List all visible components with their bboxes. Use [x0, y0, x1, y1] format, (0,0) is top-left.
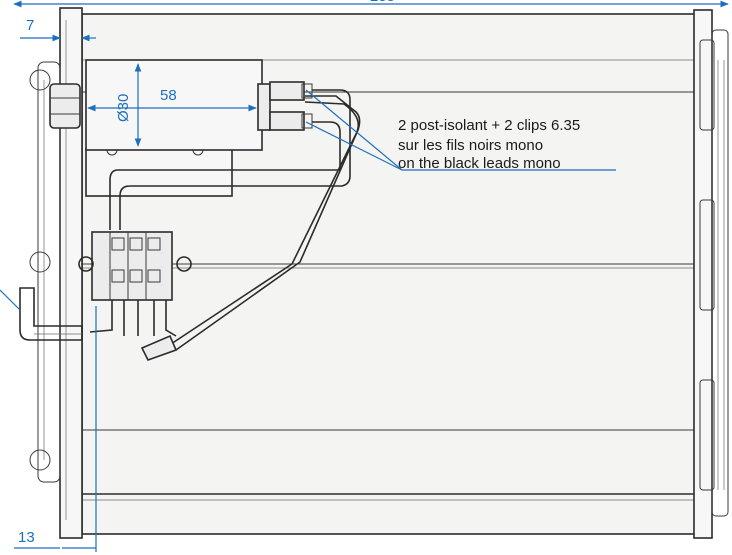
- dim-capacitor-diameter: Ø30: [115, 94, 132, 122]
- dim-capacitor-length: 58: [160, 87, 177, 104]
- terminal-block: [78, 231, 192, 337]
- right-end-plate: [693, 9, 729, 539]
- note-line-1: 2 post-isolant + 2 clips 6.35: [398, 117, 580, 134]
- note-line-2: sur les fils noirs mono: [398, 137, 543, 154]
- note-line-3: on the black leads mono: [398, 155, 561, 172]
- cable-gland: [0, 287, 83, 341]
- dim-bottom-offset: 13: [18, 529, 35, 546]
- left-flange: [29, 7, 83, 539]
- capacitor-leads: [109, 89, 361, 361]
- dimension-lines: [13, 0, 729, 552]
- dim-overall-width: 255: [370, 0, 395, 5]
- dim-flange-thickness: 7: [26, 17, 34, 34]
